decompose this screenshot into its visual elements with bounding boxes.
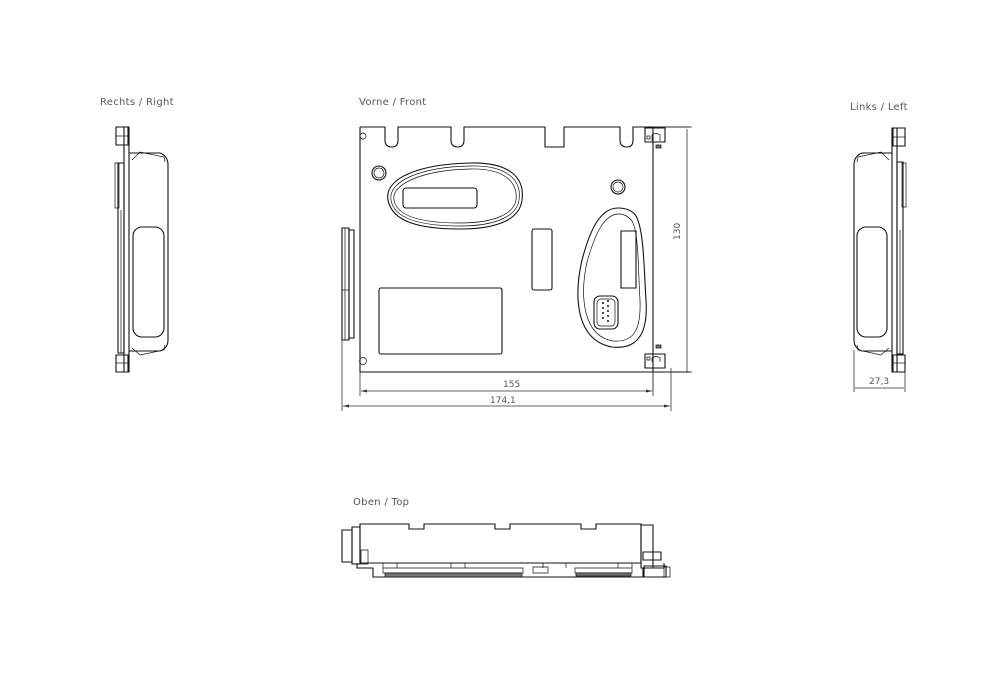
view-label-front: Vorne / Front xyxy=(359,97,427,108)
front-view-display-window xyxy=(403,188,477,208)
front-view-top-latch xyxy=(645,128,665,148)
view-label-right: Rechts / Right xyxy=(100,97,174,108)
left-view-plate xyxy=(892,128,897,372)
right-side-view xyxy=(115,127,168,372)
view-label-left: Links / Left xyxy=(850,102,908,113)
front-view-connector-housing xyxy=(578,208,646,347)
right-view-window xyxy=(133,227,164,337)
left-view-bottom-tab xyxy=(893,355,905,372)
front-view-connector-block xyxy=(621,231,636,288)
left-view-housing xyxy=(854,153,892,351)
right-view-plate xyxy=(124,127,129,372)
front-view-top-edge xyxy=(360,127,690,147)
front-view-slot xyxy=(532,229,552,290)
top-view-rail-left xyxy=(385,573,522,577)
dimension-depth: 27,3 xyxy=(869,377,890,387)
front-view-boss-left xyxy=(372,166,386,180)
left-side-view xyxy=(854,128,906,392)
front-view xyxy=(342,127,690,392)
front-view-boss-right xyxy=(611,180,625,194)
right-view-bottom-tab xyxy=(116,355,128,372)
front-view-label-area xyxy=(379,288,502,354)
top-view-rail-right xyxy=(576,573,631,576)
dsub-connector xyxy=(594,296,618,329)
dimension-inner-width: 155 xyxy=(503,380,521,390)
top-view xyxy=(342,524,670,577)
left-view-window xyxy=(857,227,887,337)
front-view-side-connector xyxy=(342,228,349,340)
top-view-body xyxy=(360,524,641,563)
dimension-overall-width: 174,1 xyxy=(490,396,516,406)
front-view-bottom-latch xyxy=(645,345,665,368)
view-label-top: Oben / Top xyxy=(353,497,410,508)
front-view-display-bezel xyxy=(388,163,523,229)
right-view-housing xyxy=(129,153,168,351)
front-view-dimensions xyxy=(342,127,692,411)
